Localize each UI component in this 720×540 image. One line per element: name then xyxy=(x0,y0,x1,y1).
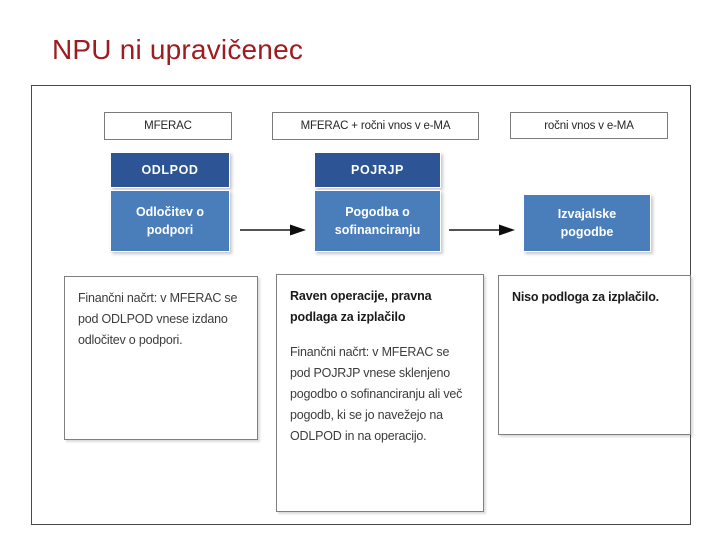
block-code-pojrjp: POJRJP xyxy=(314,152,441,188)
header-box-manual-ema: ročni vnos v e-MA xyxy=(510,112,668,139)
description-heading: Raven operacije, pravna podlaga za izpla… xyxy=(290,289,432,324)
block-name-izvajalske-pogodbe: Izvajalske pogodbe xyxy=(523,194,651,252)
arrow-right-icon xyxy=(449,223,515,236)
description-text: Finančni načrt: v MFERAC se pod ODLPOD v… xyxy=(78,291,238,347)
block-code-odlpod: ODLPOD xyxy=(110,152,230,188)
description-heading: Niso podloga za izplačilo. xyxy=(512,290,659,304)
block-name-pogodba-o-sofinanciranju: Pogodba o sofinanciranju xyxy=(314,190,441,252)
arrow-right-icon xyxy=(240,223,306,236)
description-box-pojrjp: Raven operacije, pravna podlaga za izpla… xyxy=(276,274,484,512)
header-box-mferac: MFERAC xyxy=(104,112,232,140)
block-name-odlocitev-o-podpori: Odločitev o podpori xyxy=(110,190,230,252)
description-box-izvajalske: Niso podloga za izplačilo. xyxy=(498,275,691,435)
page-title: NPU ni upravičenec xyxy=(52,34,304,65)
description-text: Finančni načrt: v MFERAC se pod POJRJP v… xyxy=(290,345,463,443)
header-box-mferac-plus-manual: MFERAC + ročni vnos v e-MA xyxy=(272,112,479,140)
description-box-odlpod: Finančni načrt: v MFERAC se pod ODLPOD v… xyxy=(64,276,258,440)
